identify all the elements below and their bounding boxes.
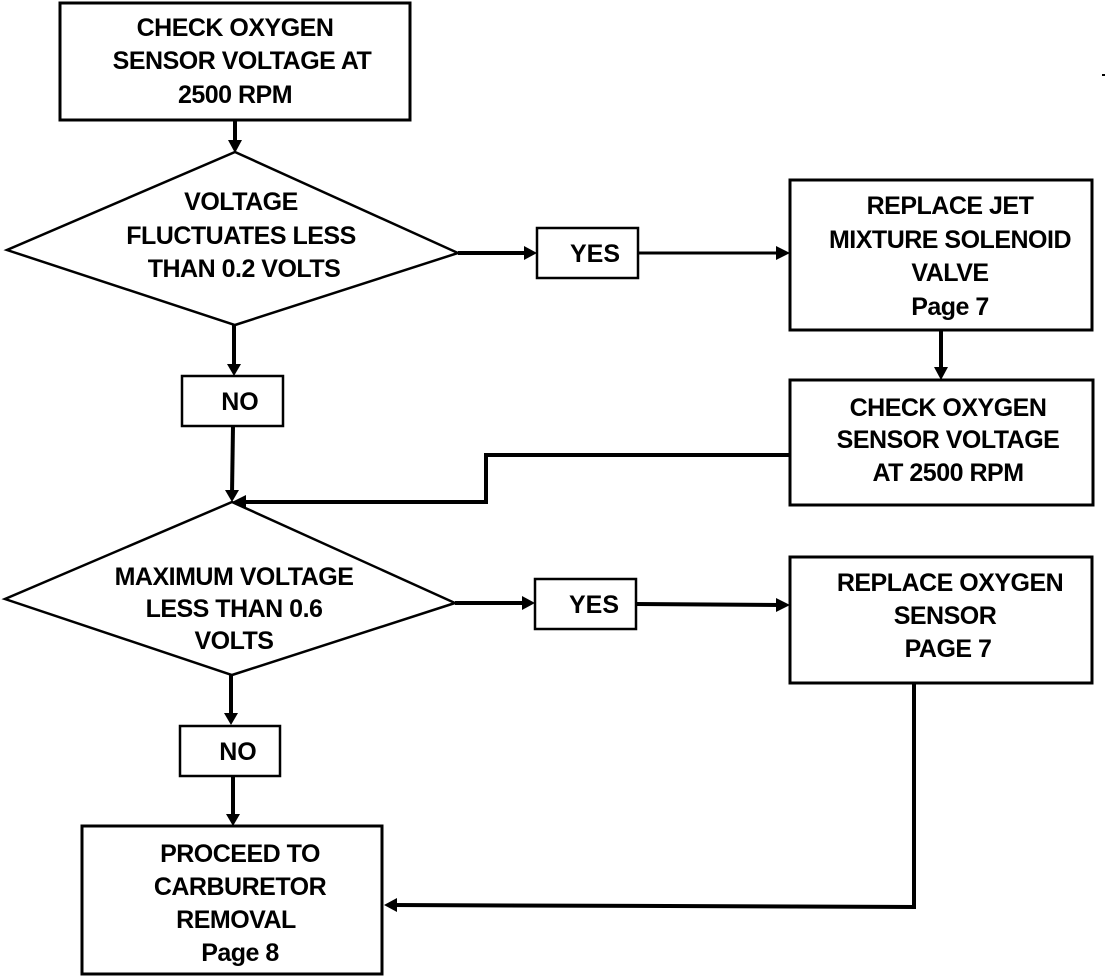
node-text-line: VOLTAGE xyxy=(184,188,298,216)
label-text: NO xyxy=(219,738,257,766)
node-text-line: CHECK OXYGEN xyxy=(850,394,1047,422)
arrow-right-icon xyxy=(776,246,790,260)
node-check-oxygen-sensor-recheck: CHECK OXYGEN SENSOR VOLTAGE AT 2500 RPM xyxy=(788,378,1095,507)
decision-voltage-fluctuates: VOLTAGE FLUCTUATES LESS THAN 0.2 VOLTS xyxy=(3,150,462,327)
edge-replace-sensor-to-carburetor xyxy=(391,683,916,910)
branch-label-yes: YES xyxy=(533,577,638,631)
node-text-line: MAXIMUM VOLTAGE xyxy=(115,563,354,591)
node-text-line: Page 8 xyxy=(201,939,279,967)
node-text-line: REMOVAL xyxy=(176,906,296,934)
node-text-line: VALVE xyxy=(911,259,988,287)
label-text: YES xyxy=(570,240,620,268)
decision-maximum-voltage: MAXIMUM VOLTAGE LESS THAN 0.6 VOLTS xyxy=(1,500,459,677)
node-text-line: REPLACE JET xyxy=(867,192,1034,220)
scan-artifact xyxy=(1102,74,1105,76)
branch-label-no: NO xyxy=(178,724,282,778)
node-replace-oxygen-sensor: REPLACE OXYGEN SENSOR PAGE 7 xyxy=(788,555,1094,685)
arrow-down-icon xyxy=(227,364,241,376)
node-text-line: REPLACE OXYGEN xyxy=(837,569,1063,597)
node-replace-jet-mixture-solenoid: REPLACE JET MIXTURE SOLENOID VALVE Page … xyxy=(788,178,1094,332)
arrow-down-icon xyxy=(224,713,238,725)
node-text-line: PAGE 7 xyxy=(905,635,992,663)
edge-recheck-to-decision2 xyxy=(240,453,790,504)
node-text-line: SENSOR VOLTAGE xyxy=(837,426,1060,454)
node-text-line: AT 2500 RPM xyxy=(872,459,1023,487)
arrow-down-icon xyxy=(225,490,239,502)
node-text-line: SENSOR VOLTAGE AT xyxy=(113,47,372,75)
node-text-line: MIXTURE SOLENOID xyxy=(829,226,1071,254)
arrow-right-icon xyxy=(776,598,790,612)
arrow-down-icon xyxy=(228,140,242,153)
edge-yes2-to-replace-sensor xyxy=(635,602,781,607)
arrow-right-icon xyxy=(524,246,537,260)
label-text: NO xyxy=(221,388,259,416)
node-text-line: SENSOR xyxy=(894,602,997,630)
arrow-left-icon xyxy=(384,898,397,912)
node-text-line: THAN 0.2 VOLTS xyxy=(148,255,341,283)
node-text-line: 2500 RPM xyxy=(178,81,292,109)
node-text-line: Page 7 xyxy=(911,293,989,321)
node-text-line: FLUCTUATES LESS xyxy=(126,222,356,250)
arrow-down-icon xyxy=(934,367,948,380)
label-text: YES xyxy=(569,591,619,619)
branch-label-no: NO xyxy=(180,374,285,428)
node-text-line: CHECK OXYGEN xyxy=(137,14,334,42)
node-proceed-to-carburetor-removal: PROCEED TO CARBURETOR REMOVAL Page 8 xyxy=(80,824,384,976)
node-text-line: VOLTS xyxy=(195,627,274,655)
node-text-line: CARBURETOR xyxy=(154,873,327,901)
arrow-down-icon xyxy=(226,814,240,826)
node-text-line: LESS THAN 0.6 xyxy=(146,595,323,623)
arrow-right-icon xyxy=(522,596,535,610)
node-check-oxygen-sensor-start: CHECK OXYGEN SENSOR VOLTAGE AT 2500 RPM xyxy=(58,1,412,122)
node-text-line: PROCEED TO xyxy=(160,840,320,868)
edge-no1-to-decision2 xyxy=(230,425,235,495)
branch-label-yes: YES xyxy=(535,226,640,280)
